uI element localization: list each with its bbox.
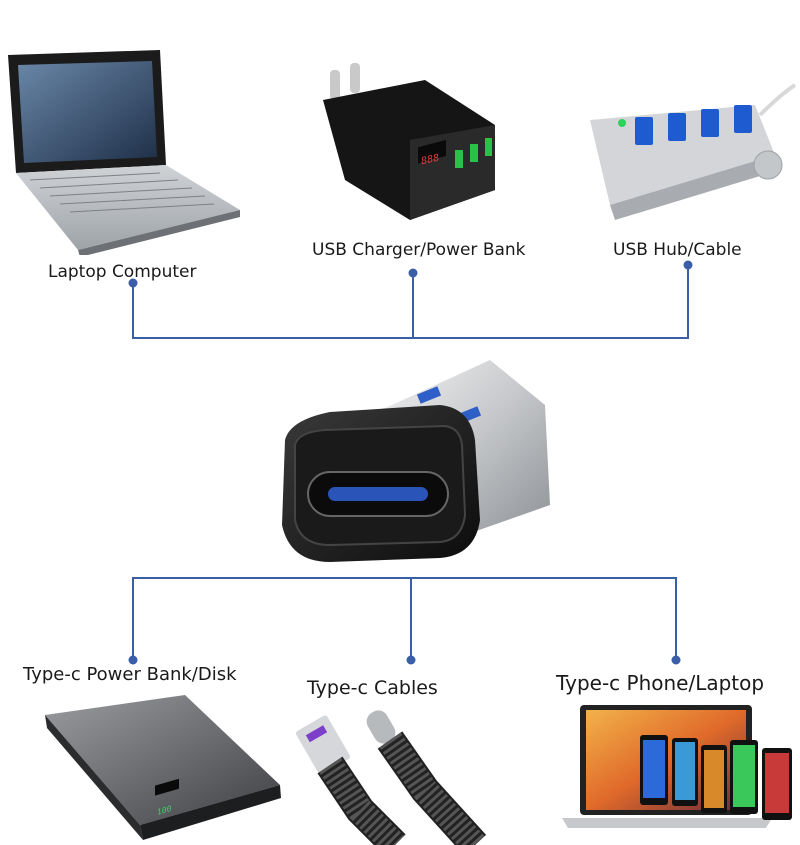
label-type-c-power-bank: Type-c Power Bank/Disk: [23, 664, 237, 685]
top-connector-line: [132, 265, 689, 339]
label-laptop-computer: Laptop Computer: [48, 262, 197, 282]
label-usb-charger: USB Charger/Power Bank: [312, 240, 526, 260]
dot-charger: [408, 268, 418, 278]
label-type-c-cables: Type-c Cables: [307, 677, 438, 699]
phone-laptop-image: [562, 705, 792, 828]
usb-c-adapter-image: [282, 360, 550, 562]
svg-text:888: 888: [421, 153, 439, 168]
dot-hub: [683, 260, 693, 270]
label-usb-hub: USB Hub/Cable: [613, 240, 742, 260]
dot-laptop: [128, 278, 138, 288]
power-bank-display: 100: [157, 803, 172, 817]
label-type-c-phone-laptop: Type-c Phone/Laptop: [556, 671, 765, 695]
type-c-cables-image: [296, 710, 487, 845]
usb-charger-image: 888: [323, 63, 495, 220]
dot-phone: [671, 655, 681, 665]
bottom-connector-line: [132, 577, 677, 660]
dot-powerbank: [128, 655, 138, 665]
laptop-image: [8, 50, 240, 255]
power-bank-image: 100: [45, 695, 281, 840]
usb-hub-image: [590, 83, 797, 220]
dot-cables: [406, 655, 416, 665]
